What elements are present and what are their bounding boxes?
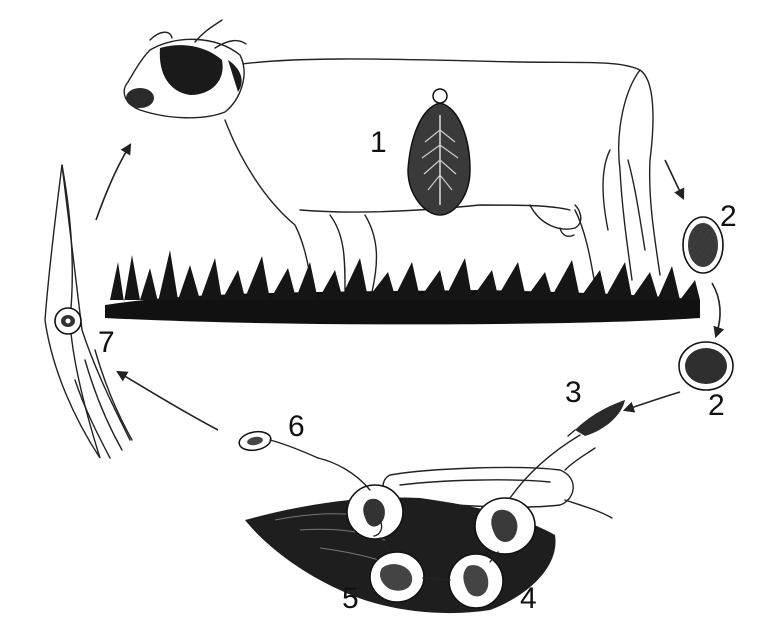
label-1: 1: [370, 126, 387, 159]
cow-head: [124, 20, 246, 118]
label-4: 4: [520, 582, 537, 615]
inset-stage-5: [370, 552, 424, 602]
arrow-egg-to-miracidium: [625, 392, 680, 410]
adult-fluke: [408, 89, 470, 215]
grass: [105, 250, 700, 324]
label-3: 3: [565, 376, 582, 409]
arrow-egg-to-egg: [712, 283, 720, 336]
label-2-bottom: 2: [708, 389, 725, 422]
arrow-cercaria-to-blade: [118, 372, 218, 430]
snail: [245, 448, 612, 613]
egg-top: [683, 217, 723, 273]
label-2-top: 2: [720, 200, 737, 233]
arrow-cow-to-egg: [665, 160, 683, 198]
metacercaria-cyst: [55, 308, 81, 334]
egg-bottom: [679, 342, 733, 390]
inset-redia: [475, 498, 535, 554]
label-6: 6: [288, 410, 305, 443]
inset-cercaria: [347, 485, 403, 539]
label-5: 5: [342, 582, 359, 615]
cow-illustration: [105, 20, 700, 324]
label-7: 7: [98, 326, 115, 359]
inset-stage-4: [449, 554, 503, 608]
arrow-blade-to-cow: [96, 145, 130, 220]
